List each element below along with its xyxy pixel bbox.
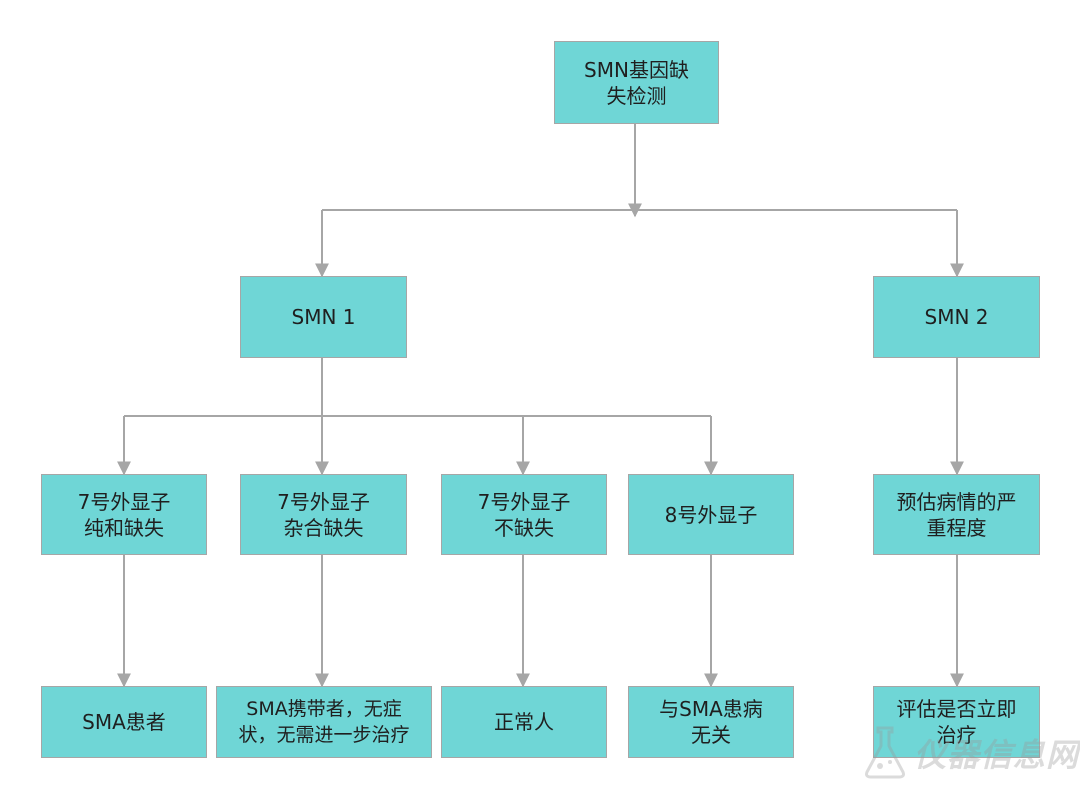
node-label: 7号外显子 杂合缺失	[277, 489, 370, 540]
node-label: SMN基因缺 失检测	[584, 57, 689, 108]
node-smn-deletion-test: SMN基因缺 失检测	[554, 41, 719, 124]
watermark: 仪器信息网	[862, 724, 1078, 784]
node-sma-patient: SMA患者	[41, 686, 207, 758]
node-exon7-no-deletion: 7号外显子 不缺失	[441, 474, 607, 555]
node-label: SMA携带者，无症 状，无需进一步治疗	[238, 698, 410, 746]
node-exon8: 8号外显子	[628, 474, 794, 555]
node-smn2: SMN 2	[873, 276, 1040, 358]
node-label: SMN 1	[291, 305, 356, 329]
flask-logo-icon	[865, 726, 905, 779]
node-normal-person: 正常人	[441, 686, 607, 758]
node-label: 7号外显子 纯和缺失	[77, 489, 171, 540]
node-predict-severity: 预估病情的严 重程度	[873, 474, 1040, 555]
node-label: 预估病情的严 重程度	[896, 489, 1017, 540]
node-label: SMA患者	[82, 710, 166, 734]
node-label: 正常人	[494, 710, 554, 734]
node-sma-carrier: SMA携带者，无症 状，无需进一步治疗	[216, 686, 432, 758]
node-label: 8号外显子	[664, 502, 758, 527]
node-label: 评估是否立即 治疗	[896, 697, 1017, 747]
node-unrelated-to-sma: 与SMA患病 无关	[628, 686, 794, 758]
node-exon7-heterozygous-deletion: 7号外显子 杂合缺失	[240, 474, 407, 555]
node-exon7-homozygous-deletion: 7号外显子 纯和缺失	[41, 474, 207, 555]
node-assess-immediate-treatment: 评估是否立即 治疗	[873, 686, 1040, 758]
watermark-text: 仪器信息网	[914, 736, 1080, 774]
node-label: 7号外显子 不缺失	[477, 489, 571, 540]
node-label: 与SMA患病 无关	[659, 697, 763, 747]
node-smn1: SMN 1	[240, 276, 407, 358]
node-label: SMN 2	[924, 305, 989, 329]
